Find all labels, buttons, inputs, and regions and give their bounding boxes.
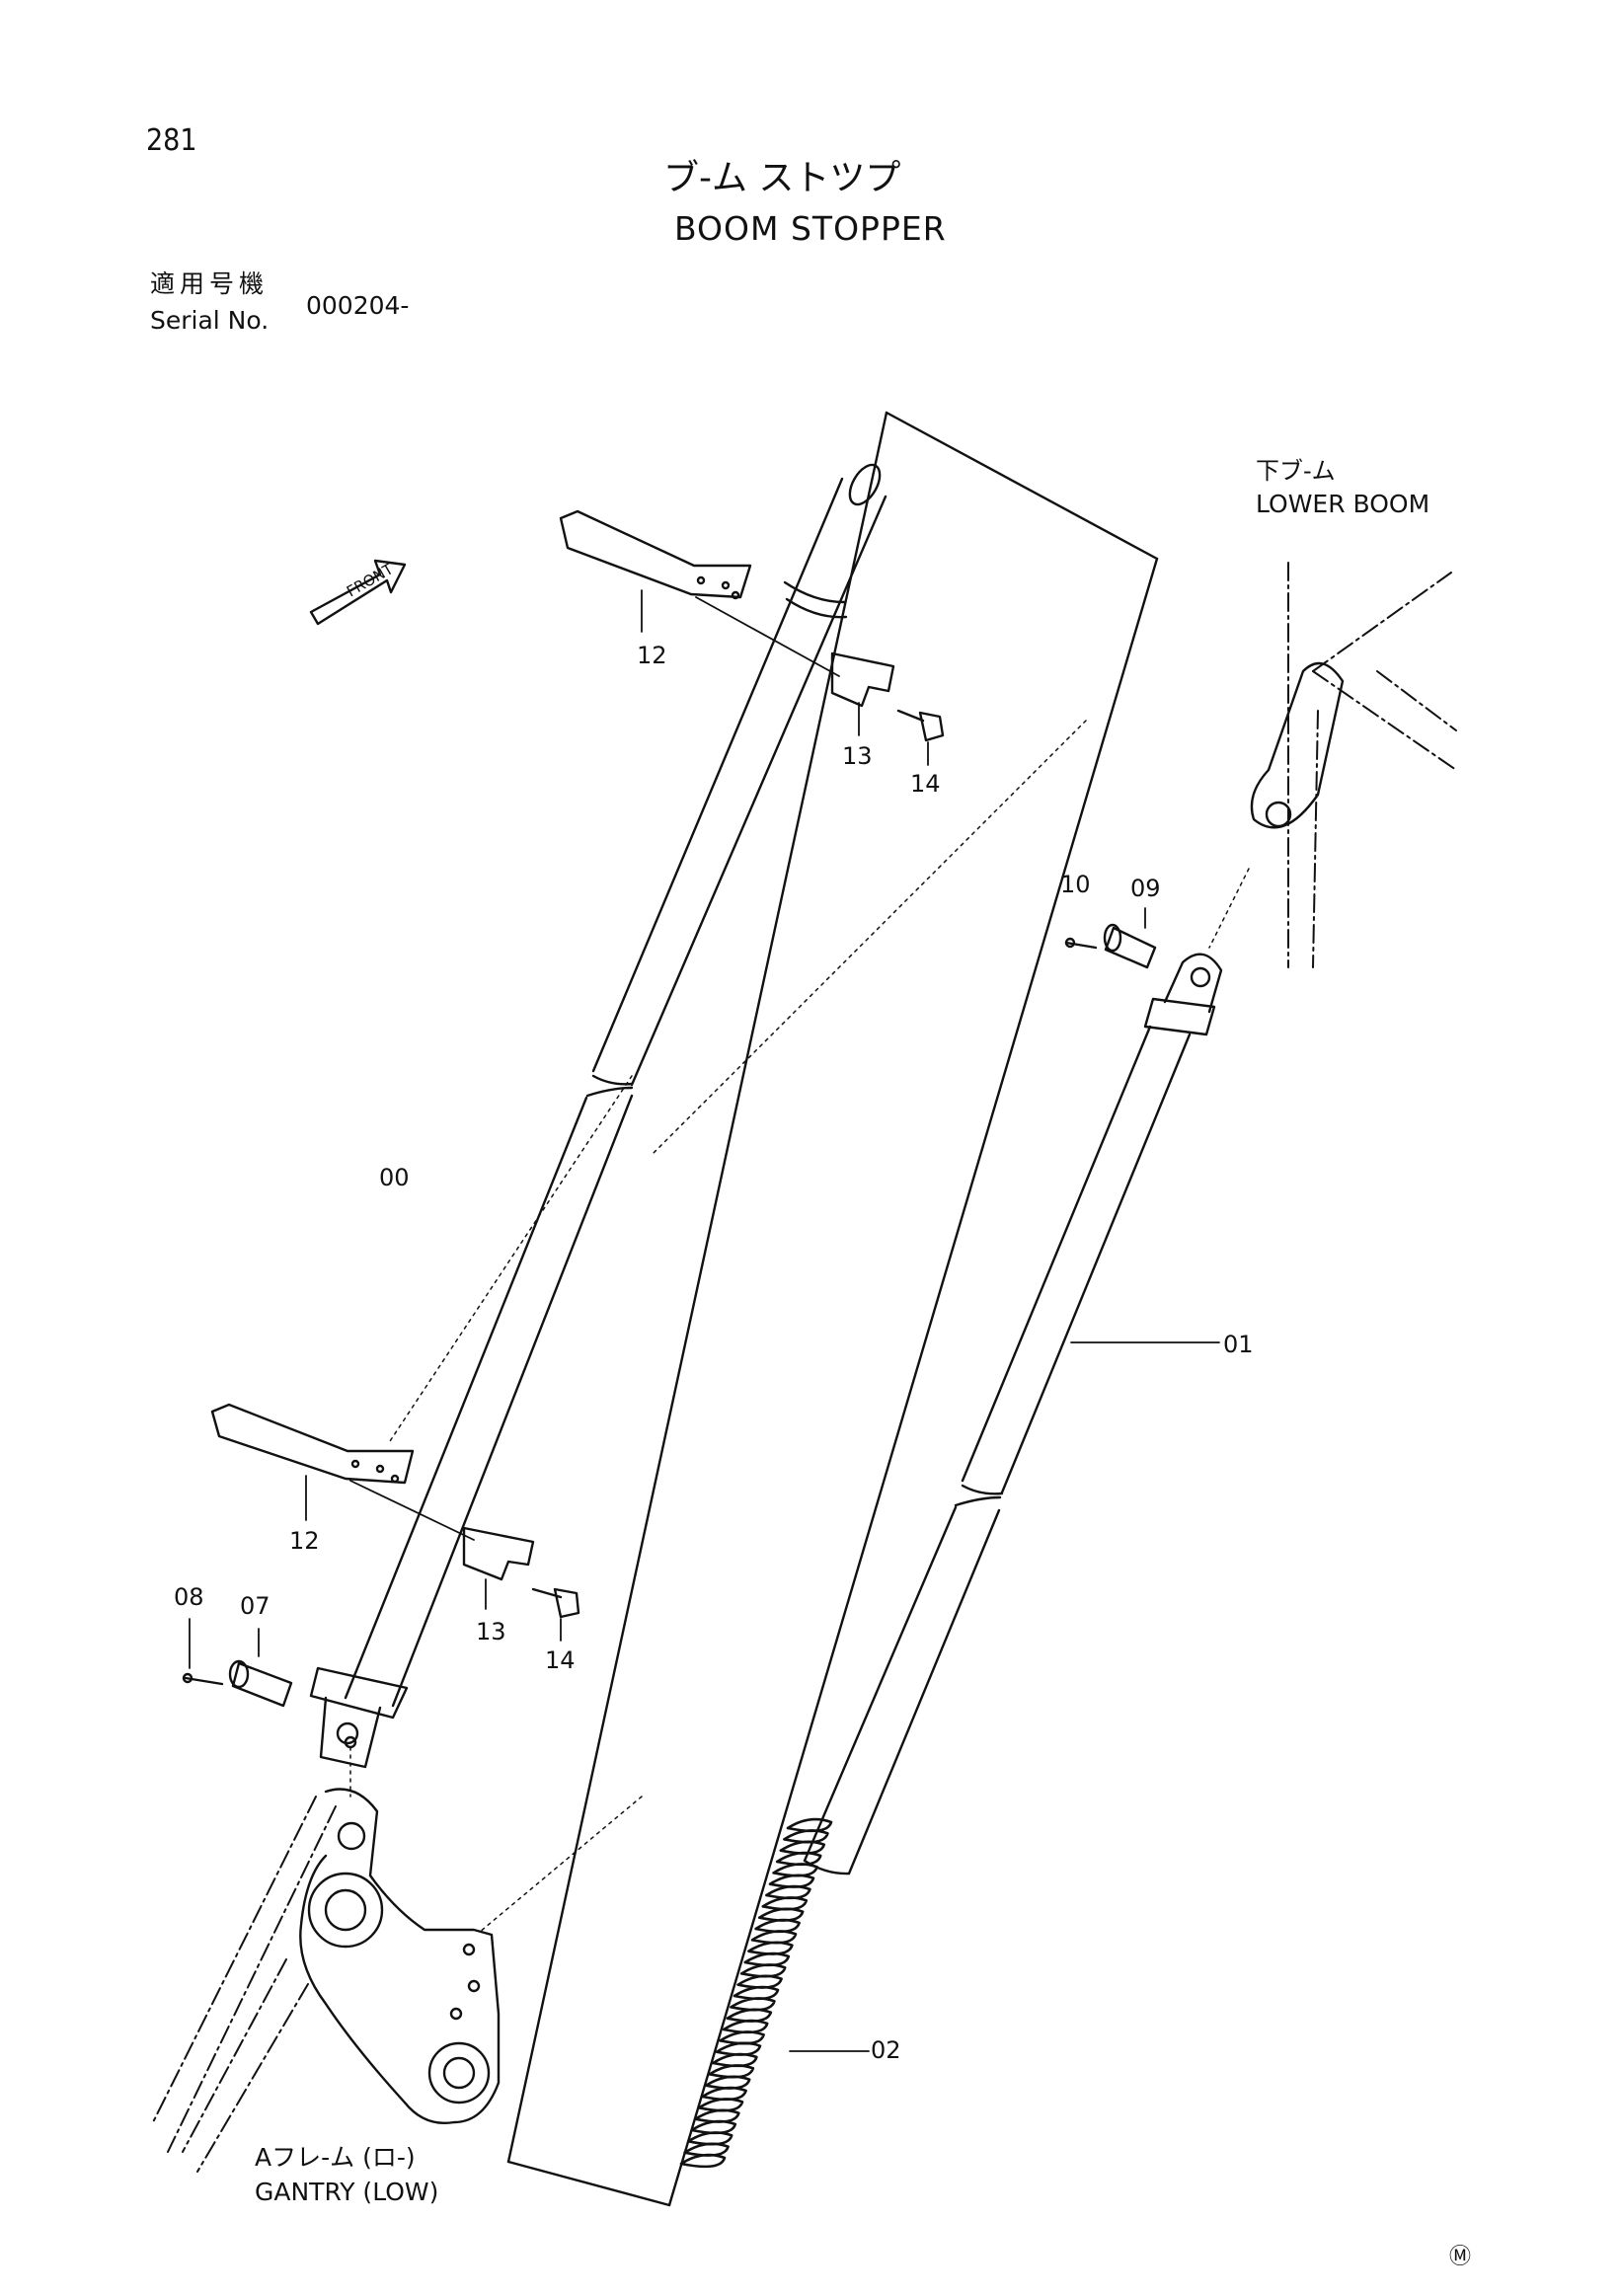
page-number: 281 <box>146 123 197 158</box>
callout-13-lower: 13 <box>476 1618 506 1645</box>
callout-07: 07 <box>240 1592 270 1620</box>
coil-spring-02 <box>679 1817 870 2169</box>
lower-boom-label-japanese: 下ブ-ム <box>1256 457 1336 485</box>
boom-stopper-tube-00 <box>309 463 887 1769</box>
gantry-centerlines <box>152 1796 337 2173</box>
callout-14-upper: 14 <box>910 770 941 798</box>
title-japanese: ブ-ム ストツプ <box>663 158 901 198</box>
callout-01: 01 <box>1223 1331 1254 1358</box>
clamp-13-lower <box>462 1526 535 1610</box>
exploded-frame-outline <box>506 411 1159 2207</box>
footer-m-mark: Ⓜ <box>1449 2245 1472 2269</box>
clevis-pin-09 <box>1103 907 1157 969</box>
lower-boom-label-english: LOWER BOOM <box>1256 490 1430 518</box>
gantry-frame-reference <box>299 1788 501 2124</box>
lower-boom-lug <box>1250 661 1345 829</box>
callout-00: 00 <box>379 1164 410 1191</box>
callout-02: 02 <box>871 2036 901 2064</box>
lower-boom-reference <box>1287 562 1457 968</box>
cotter-pin-10 <box>1064 937 1098 950</box>
projection-lines <box>349 720 1250 1934</box>
callout-12-upper: 12 <box>637 642 667 669</box>
callout-10: 10 <box>1060 871 1091 898</box>
clamp-13-upper <box>830 651 895 736</box>
clevis-pin-07 <box>228 1628 293 1708</box>
cotter-pin-08 <box>182 1618 224 1686</box>
bolt-14-lower <box>531 1587 580 1642</box>
gantry-label-japanese: Aフレ-ム (ロ-) <box>255 2143 416 2172</box>
bracket-arm-12-upper <box>559 509 840 677</box>
callout-13-upper: 13 <box>842 742 873 770</box>
serial-label-japanese: 適用号機 <box>150 269 270 298</box>
title-english: BOOM STOPPER <box>674 209 947 248</box>
bracket-arm-12-lower <box>210 1403 475 1541</box>
callout-14-lower: 14 <box>545 1646 576 1674</box>
callout-09: 09 <box>1130 875 1161 902</box>
front-arrow-icon: FRONT <box>309 559 407 626</box>
bolt-14-upper <box>896 709 945 766</box>
front-arrow-label: FRONT <box>344 560 397 601</box>
callout-12-lower: 12 <box>289 1527 320 1555</box>
gantry-label-english: GANTRY (LOW) <box>255 2178 439 2206</box>
serial-number-value: 000204- <box>306 291 410 320</box>
callout-08: 08 <box>174 1583 204 1611</box>
serial-label-english: Serial No. <box>150 306 270 335</box>
boom-stopper-tube-01 <box>803 953 1223 1875</box>
